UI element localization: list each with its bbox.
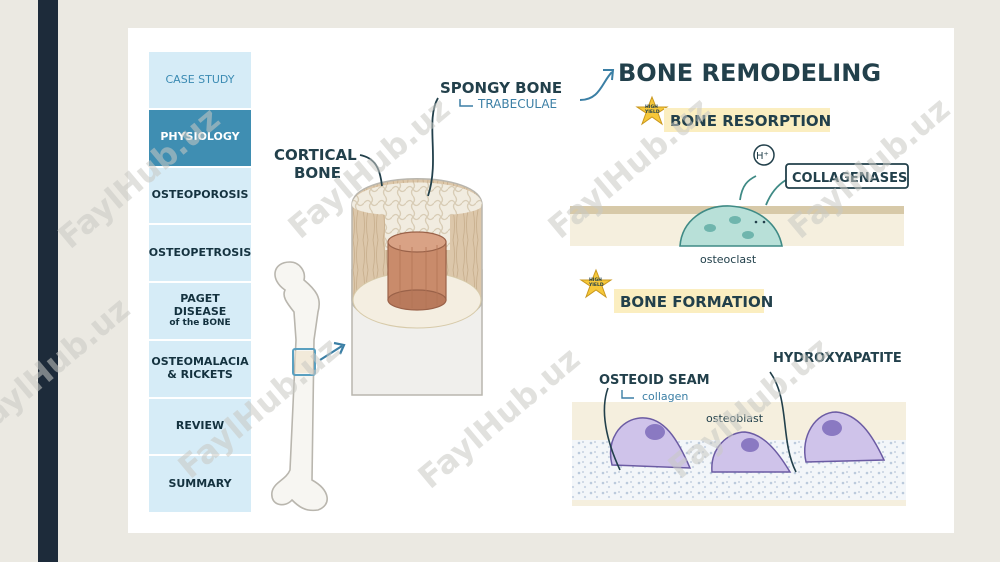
sidebar-item-label: PHYSIOLOGY <box>160 130 240 144</box>
sidebar-item-label: SUMMARY <box>168 476 232 490</box>
high-yield-star-1: HIGH YIELD <box>635 95 669 126</box>
collagenases-label: COLLAGENASES <box>792 171 907 186</box>
h-ion-label: H⁺ <box>756 151 769 162</box>
osteoid-seam-label: OSTEOID SEAM <box>599 373 710 388</box>
high-yield-star-2: HIGH YIELD <box>579 268 613 299</box>
trabeculae-label: TRABECULAE <box>477 97 557 111</box>
sidebar-item-sublabel: of the BONE <box>169 318 231 329</box>
sidebar-item-osteomalacia[interactable]: OSTEOMALACIA& RICKETS <box>149 340 251 399</box>
sidebar-item-sublabel: & RICKETS <box>167 367 233 381</box>
topic-sidebar: CASE STUDY PHYSIOLOGY OSTEOPOROSIS OSTEO… <box>149 52 251 514</box>
sidebar-item-osteopetrosis[interactable]: OSTEOPETROSIS <box>149 225 251 283</box>
sidebar-item-label: OSTEOPETROSIS <box>148 245 252 259</box>
trabeculae-bracket <box>459 99 473 107</box>
collagen-label: collagen <box>642 390 688 403</box>
osteoblast-label: osteoblast <box>706 412 764 425</box>
formation-highlight <box>614 289 764 313</box>
bone-formation-heading: BONE FORMATION <box>620 293 773 311</box>
sidebar-item-physiology[interactable]: PHYSIOLOGY <box>149 109 251 168</box>
femur-illustration <box>271 261 346 512</box>
sidebar-item-osteoporosis[interactable]: OSTEOPOROSIS <box>149 167 251 226</box>
bone-cross-section <box>351 178 483 396</box>
watermark-text: FaylHub.uz <box>51 99 227 256</box>
high-yield-text: YIELD <box>644 109 660 115</box>
watermark-text: FaylHub.uz <box>0 289 137 446</box>
resorption-highlight <box>664 108 830 132</box>
left-accent-bar <box>38 0 58 562</box>
sidebar-item-case-study[interactable]: CASE STUDY <box>149 52 251 110</box>
formation-scene: OSTEOID SEAM collagen HYDROXYAPATITE ost… <box>572 351 906 506</box>
cortical-pointer <box>359 154 383 187</box>
sidebar-item-label: OSTEOPOROSIS <box>151 188 249 202</box>
osteoclast-label: osteoclast <box>700 253 757 266</box>
sidebar-item-summary[interactable]: SUMMARY <box>149 456 251 514</box>
hydroxyapatite-label: HYDROXYAPATITE <box>773 351 902 366</box>
sidebar-item-label: CASE STUDY <box>165 72 235 86</box>
high-yield-text: HIGH <box>589 277 602 283</box>
resorption-scene: H⁺ COLLAGENASES osteoclast <box>570 144 909 266</box>
sidebar-item-label: PAGET DISEASE <box>173 292 227 318</box>
spongy-bone-label: SPONGY BONE <box>440 79 562 97</box>
high-yield-text: HIGH <box>645 104 658 110</box>
cortical-label-line2: BONE <box>294 164 341 182</box>
title-arrow <box>579 71 613 101</box>
sidebar-item-label: OSTEOMALACIA <box>151 354 249 368</box>
watermark-text: FaylHub.uz <box>171 329 347 486</box>
bone-resorption-heading: BONE RESORPTION <box>670 112 831 130</box>
high-yield-text: YIELD <box>588 282 604 288</box>
title-arrowhead <box>603 69 615 81</box>
sidebar-item-label: REVIEW <box>175 419 225 433</box>
cortical-label: CORTICAL <box>274 146 357 164</box>
diagram-title: BONE REMODELING <box>618 59 881 87</box>
spongy-pointer <box>427 97 439 197</box>
sidebar-item-review[interactable]: REVIEW <box>149 398 251 457</box>
